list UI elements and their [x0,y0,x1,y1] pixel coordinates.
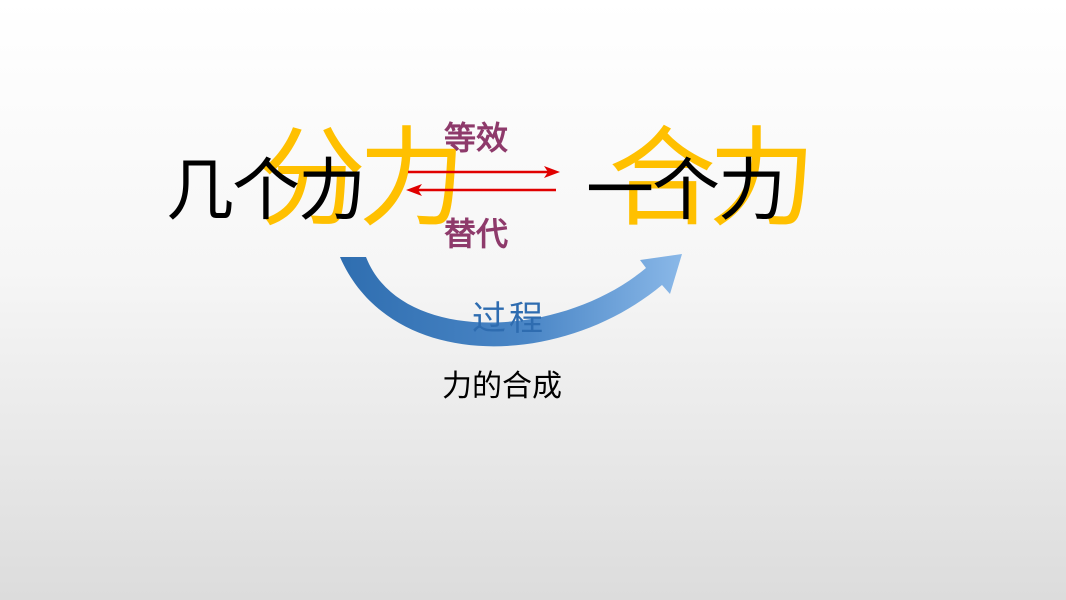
relation-top-label: 等效 [444,119,509,157]
right-arrow-icon [408,166,560,178]
left-main-text: 几个力 [166,152,366,231]
left-arrow-icon [406,184,556,196]
right-main-text: 一个力 [586,152,786,231]
right-overlay-text: 合力 [608,117,816,242]
relation-bottom-label: 替代 [444,215,509,253]
process-caption: 力的合成 [442,369,562,404]
curved-process-arrow-icon [340,254,682,347]
process-label: 过程 [472,299,546,339]
left-overlay-text: 分力 [258,117,466,242]
